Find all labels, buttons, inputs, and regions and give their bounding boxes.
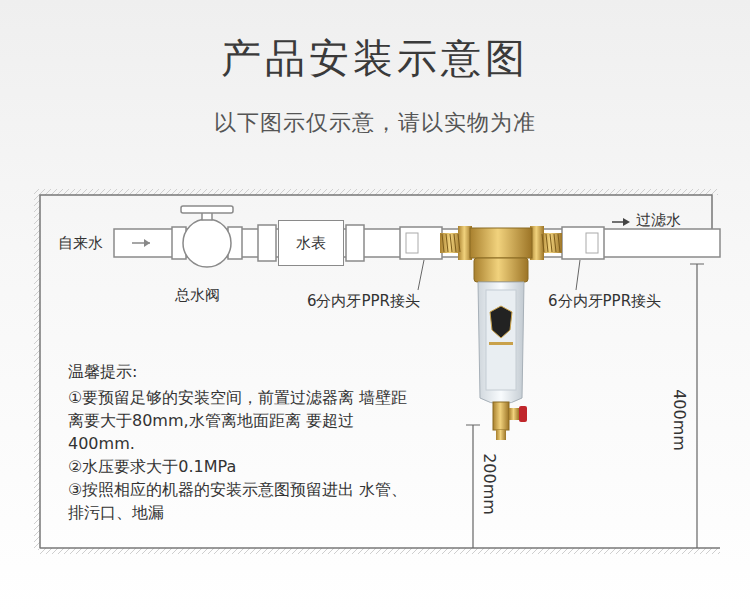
water-meter-box: 水表 (278, 220, 344, 266)
note-item: ①要预留足够的安装空间，前置过滤器离 墙壁距离要大于80mm,水管离地面距离 要… (68, 386, 413, 455)
inlet-label: 自来水 (58, 234, 103, 252)
note-heading: 温馨提示: (68, 362, 137, 381)
connector-label: 6分内牙PPR接头 (307, 292, 420, 310)
meter-label: 水表 (296, 234, 326, 253)
valve-label: 总水阀 (175, 286, 220, 304)
note-item: ②水压要求大于0.1MPa (68, 455, 413, 478)
dimension: 200mm (479, 453, 498, 515)
dimension: 400mm (669, 389, 688, 451)
subtitle: 以下图示仅示意，请以实物为准 (0, 110, 750, 136)
note-item: ③按照相应的机器的安装示意图预留进出 水管、排污口、地漏 (68, 478, 413, 524)
page-title: 产品安装示意图 (0, 34, 750, 82)
connector-label: 6分内牙PPR接头 (548, 292, 661, 310)
outlet-label: 过滤水 (636, 211, 681, 229)
